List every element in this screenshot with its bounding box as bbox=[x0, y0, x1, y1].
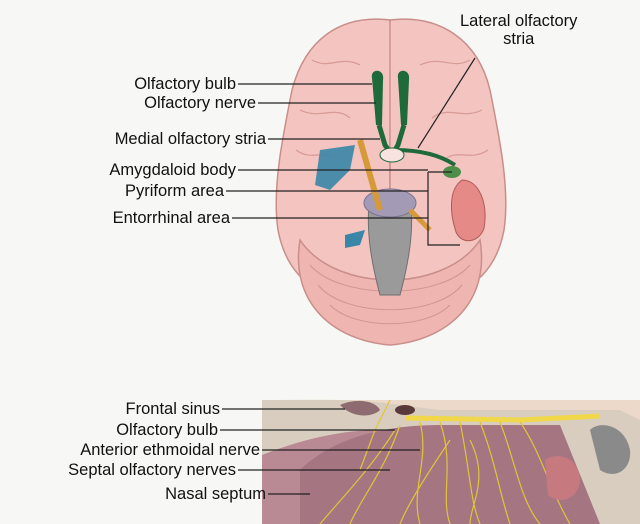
brain-inferior-view bbox=[276, 19, 506, 345]
label-pyriform-area: Pyriform area bbox=[125, 182, 224, 200]
label-amygdaloid-body: Amygdaloid body bbox=[109, 161, 236, 179]
label-olfactory-nerve: Olfactory nerve bbox=[144, 94, 256, 112]
label-entorrhinal-area: Entorrhinal area bbox=[113, 209, 230, 227]
label-olfactory-bulb-lower: Olfactory bulb bbox=[116, 421, 218, 439]
label-nasal-septum: Nasal septum bbox=[165, 485, 266, 503]
label-olfactory-bulb: Olfactory bulb bbox=[134, 75, 236, 93]
label-septal-olfactory-nerves: Septal olfactory nerves bbox=[68, 461, 236, 479]
label-medial-olfactory-stria: Medial olfactory stria bbox=[115, 130, 266, 148]
label-lateral-olfactory-stria: Lateral olfactory stria bbox=[460, 12, 577, 48]
label-lateral-olfactory-stria-line2: stria bbox=[460, 30, 577, 48]
nasal-sagittal-view bbox=[262, 400, 640, 524]
label-frontal-sinus: Frontal sinus bbox=[126, 400, 220, 418]
label-anterior-ethmoidal-nerve: Anterior ethmoidal nerve bbox=[80, 441, 260, 459]
label-lateral-olfactory-stria-line1: Lateral olfactory bbox=[460, 12, 577, 30]
